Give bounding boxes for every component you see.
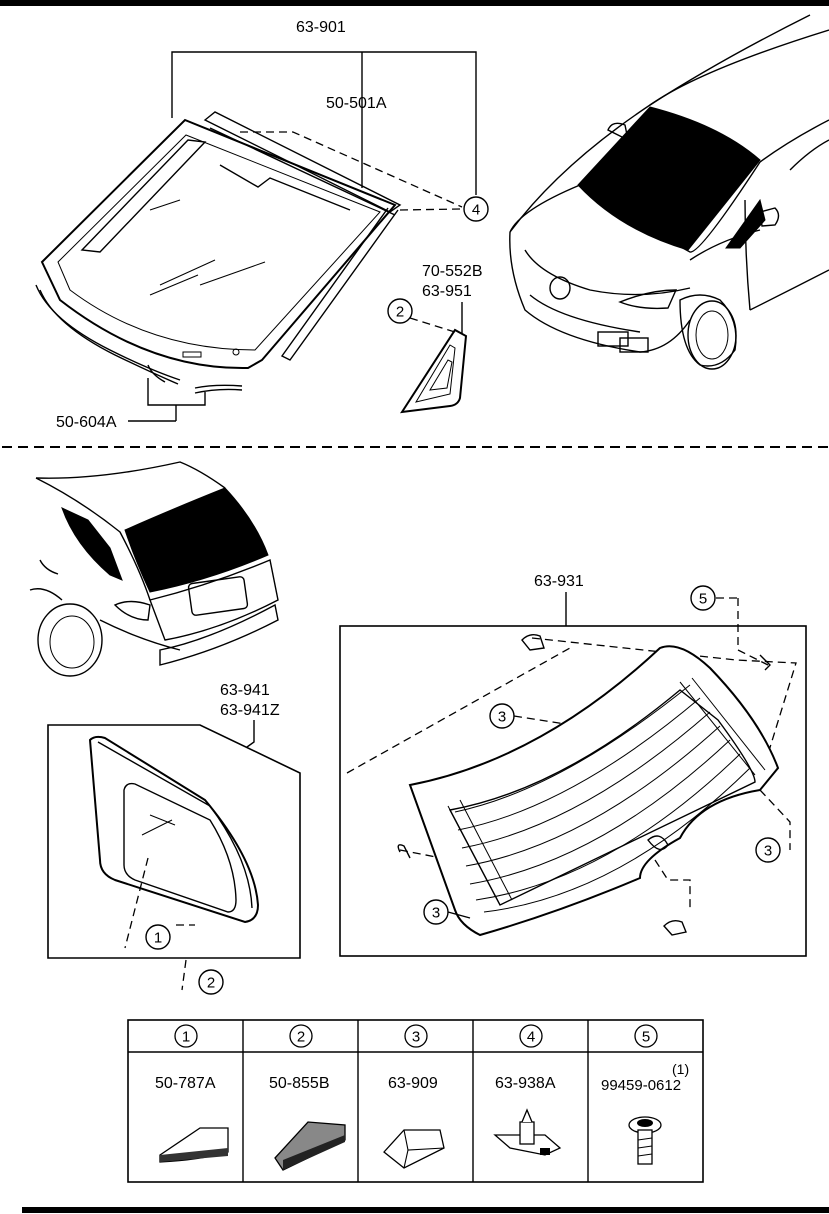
windshield-glass xyxy=(40,118,397,370)
rear-quarter-glass-group: 63-941 63-941Z 1 2 xyxy=(47,682,301,995)
label-63-951: 63-951 xyxy=(422,283,472,300)
label-63-941: 63-941 xyxy=(220,682,270,699)
legend-key-1: 1 xyxy=(174,1024,198,1048)
svg-text:3: 3 xyxy=(498,709,506,726)
legend-part-2: 50-855B xyxy=(269,1075,330,1092)
svg-text:3: 3 xyxy=(432,905,440,922)
label-50-501A: 50-501A xyxy=(326,95,387,112)
label-63-901: 63-901 xyxy=(296,19,346,36)
callout-2-bottom: 2 xyxy=(198,969,224,995)
svg-text:3: 3 xyxy=(764,843,772,860)
svg-text:2: 2 xyxy=(207,975,215,992)
legend-key-3: 3 xyxy=(404,1024,428,1048)
svg-text:3: 3 xyxy=(412,1029,420,1046)
legend-part-3: 63-909 xyxy=(388,1075,438,1092)
callout-5: 5 xyxy=(690,585,716,611)
legend-key-4: 4 xyxy=(519,1024,543,1048)
label-50-604A: 50-604A xyxy=(56,414,117,431)
callout-1: 1 xyxy=(145,924,171,950)
svg-text:4: 4 xyxy=(472,202,480,219)
front-car-illustration xyxy=(509,14,829,370)
foam-pad-icon xyxy=(159,1127,229,1163)
legend-part-1: 50-787A xyxy=(155,1075,216,1092)
svg-text:4: 4 xyxy=(527,1029,535,1046)
rear-car-illustration xyxy=(29,461,279,677)
clip-icon xyxy=(493,1108,562,1156)
svg-text:1: 1 xyxy=(182,1029,190,1046)
svg-text:2: 2 xyxy=(396,304,404,321)
legend-key-2: 2 xyxy=(289,1024,313,1048)
spacer-block-icon xyxy=(383,1129,445,1169)
back-door-glass-group: 63-931 xyxy=(339,573,807,957)
adhesive-pad-icon xyxy=(274,1121,346,1171)
screw-icon xyxy=(628,1116,662,1165)
svg-text:2: 2 xyxy=(297,1029,305,1046)
svg-text:5: 5 xyxy=(699,591,707,608)
callout-3-c: 3 xyxy=(423,899,449,925)
legend-qty-5: (1) xyxy=(672,1061,689,1077)
legend-part-5: 99459-0612 xyxy=(601,1077,681,1094)
svg-text:1: 1 xyxy=(154,930,162,947)
label-63-941Z: 63-941Z xyxy=(220,702,280,719)
top-border xyxy=(0,0,829,6)
callout-3-b: 3 xyxy=(755,837,781,863)
front-quarter-window-group: 70-552B 63-951 2 xyxy=(387,263,483,414)
back-door-glass xyxy=(408,645,780,937)
legend-part-4: 63-938A xyxy=(495,1075,556,1092)
windshield-group: 63-901 50-501A 50-604A 4 xyxy=(35,19,489,431)
label-70-552B: 70-552B xyxy=(422,263,483,280)
legend-key-5: 5 xyxy=(634,1024,658,1048)
svg-text:5: 5 xyxy=(642,1029,650,1046)
defroster-lines xyxy=(447,677,766,913)
bottom-border xyxy=(22,1207,829,1213)
label-63-931: 63-931 xyxy=(534,573,584,590)
legend-table: 1 2 3 4 5 50-787A 50-855B 63-909 63-938A… xyxy=(127,1019,704,1183)
callout-2-top: 2 xyxy=(387,298,413,324)
callout-4: 4 xyxy=(463,196,489,222)
callout-3-a: 3 xyxy=(489,703,515,729)
